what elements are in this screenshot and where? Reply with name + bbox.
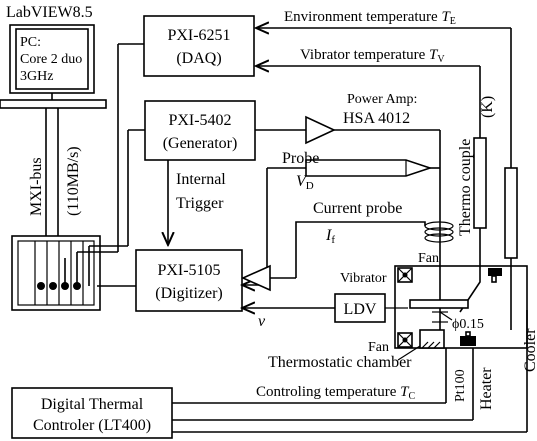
pc-label-3: 3GHz — [20, 69, 53, 84]
thermocouple-vibrator — [473, 137, 487, 229]
current-probe-coil — [424, 221, 454, 243]
chamber-leader — [397, 345, 421, 361]
digitizer-role: (Digitizer) — [155, 285, 223, 302]
thermo-couple-label: Thermo couple — [457, 139, 474, 236]
thermocouple-environment — [504, 167, 518, 259]
ldv-label: LDV — [344, 301, 377, 318]
fan-bottom-label: Fan — [368, 340, 389, 355]
current-probe-cable — [295, 221, 426, 278]
thermostatic-chamber-label: Thermostatic chamber — [268, 354, 412, 371]
ctrl-temp-label: Controling temperature TC — [256, 384, 415, 402]
slot-connector-2 — [49, 282, 57, 290]
phi-leader — [439, 311, 453, 321]
internal-label: Internal — [176, 171, 226, 188]
mxi-bus-label: MXI-bus — [28, 157, 45, 216]
phi-label: ϕ0.15 — [452, 317, 484, 332]
probe-label: Probe — [282, 150, 319, 167]
fan-bottom-icon — [397, 332, 413, 348]
trigger-label: Trigger — [176, 195, 224, 212]
dtc-label-2: Controler (LT400) — [33, 417, 151, 434]
pc-label-1: PC: — [20, 35, 41, 50]
pxi-chassis — [11, 235, 101, 311]
pxi-chassis-inner — [17, 240, 95, 306]
generator-name: PXI-5402 — [168, 112, 231, 129]
vib-temp-label: Vibrator temperature TV — [300, 47, 445, 65]
thermal-controller-box — [11, 387, 173, 439]
daq-role: (DAQ) — [176, 50, 221, 67]
chamber-sensor-icon — [488, 268, 502, 283]
current-amp-triangle — [241, 264, 271, 292]
daq-box — [143, 15, 255, 77]
daq-name: PXI-6251 — [167, 27, 230, 44]
vd-label: VD — [296, 173, 314, 192]
generator-role: (Generator) — [163, 135, 238, 152]
power-amp-triangle — [305, 115, 336, 145]
heater-label: Heater — [478, 367, 495, 410]
dtc-label-1: Digital Thermal — [41, 396, 144, 413]
fan-top-label: Fan — [418, 251, 439, 266]
thermo-k-label: (K) — [479, 96, 496, 118]
voltage-probe — [305, 159, 433, 177]
mxi-rate-label: (110MB/s) — [65, 146, 82, 216]
heater-element — [460, 331, 476, 346]
env-temp-label: Environment temperature TE — [284, 9, 456, 27]
labview-label: LabVIEW8.5 — [6, 4, 93, 21]
fan-top-icon — [397, 267, 413, 283]
vibrator-beam — [409, 299, 469, 309]
clamp-base — [419, 329, 445, 349]
power-amp-label: Power Amp: — [347, 92, 417, 107]
digitizer-box — [135, 249, 243, 312]
pc-label-2: Core 2 duo — [20, 52, 82, 67]
digitizer-name: PXI-5105 — [157, 262, 220, 279]
thermostatic-chamber — [394, 265, 528, 349]
v-label: v — [258, 313, 266, 330]
pt100-label: Pt100 — [453, 369, 468, 402]
current-probe-label: Current probe — [313, 200, 402, 217]
cooler-label: Cooler — [522, 328, 537, 372]
monitor-screen — [15, 28, 89, 90]
ground-hatch — [421, 341, 441, 349]
amp-model-label: HSA 4012 — [343, 110, 410, 127]
slot-connector-1 — [37, 282, 45, 290]
monitor-base — [0, 99, 107, 109]
vibrator-label: Vibrator — [340, 271, 387, 286]
if-label: If — [325, 227, 335, 246]
